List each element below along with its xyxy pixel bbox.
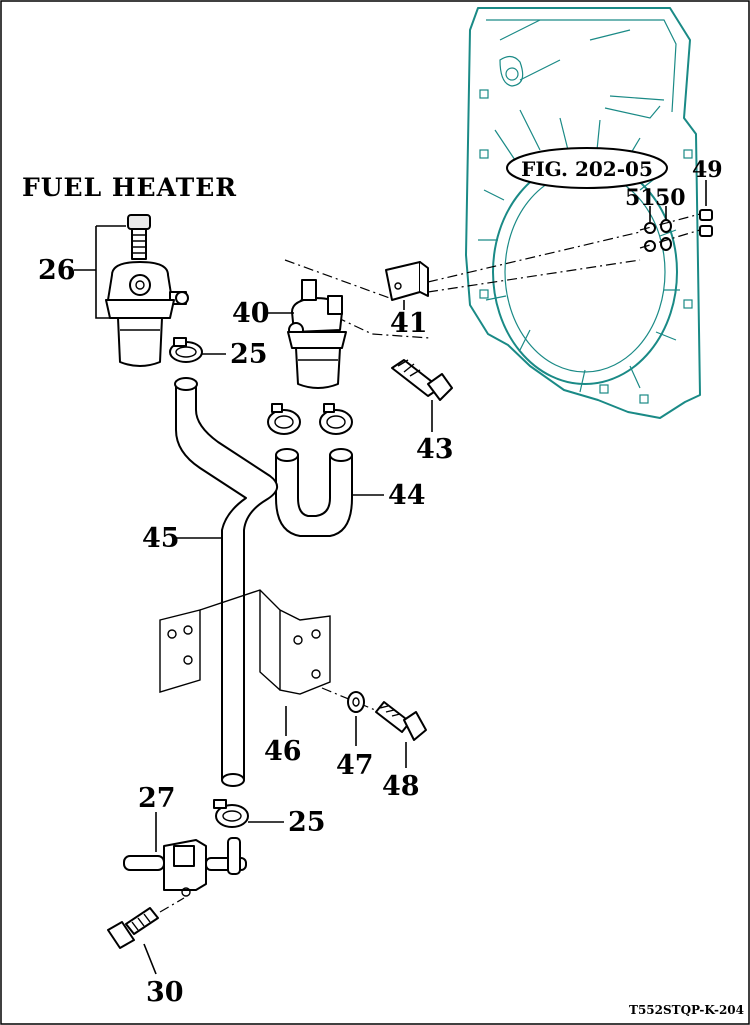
washer-47 [347, 691, 365, 713]
diagram-title: FUEL HEATER [22, 173, 237, 202]
label-45: 45 [142, 523, 180, 554]
nuts-51 [644, 222, 656, 252]
label-41: 41 [390, 308, 428, 339]
label-27: 27 [138, 783, 176, 814]
label-46: 46 [264, 736, 302, 767]
hose-clamp-lower [213, 799, 249, 828]
label-25-lower: 25 [288, 807, 326, 838]
fuel-heater-assembly [105, 214, 189, 367]
hose-clamp-filter-right [319, 403, 353, 435]
hose-clamp-upper [169, 337, 203, 363]
mounting-bracket-41 [385, 261, 429, 301]
hose-clamp-filter-left [267, 403, 301, 435]
label-25-upper: 25 [230, 339, 268, 370]
label-48: 48 [382, 771, 420, 802]
fuel-filter-assembly [284, 259, 431, 389]
label-47: 47 [336, 750, 374, 781]
figure-reference-text: FIG. 202-05 [521, 157, 653, 181]
drawing-code: T552STQP-K-204 [629, 1003, 744, 1017]
label-26: 26 [38, 255, 76, 286]
bolt-48 [375, 701, 427, 741]
label-30: 30 [146, 977, 184, 1008]
label-49: 49 [692, 157, 723, 183]
label-40: 40 [232, 298, 270, 329]
fuel-hose-44 [275, 448, 353, 537]
label-43: 43 [416, 434, 454, 465]
bolts-49 [699, 209, 713, 237]
fuel-fitting-27 [123, 837, 247, 897]
label-44: 44 [388, 480, 426, 511]
label-51: 51 [625, 185, 656, 211]
radiator-shroud-reference [465, 7, 701, 419]
label-50: 50 [655, 185, 686, 211]
fuel-hose-45 [174, 377, 278, 787]
figure-reference-callout[interactable]: FIG. 202-05 [506, 147, 668, 189]
bolt-30 [107, 897, 185, 949]
bolt-43 [391, 359, 453, 401]
mounting-bracket-46 [159, 589, 331, 695]
